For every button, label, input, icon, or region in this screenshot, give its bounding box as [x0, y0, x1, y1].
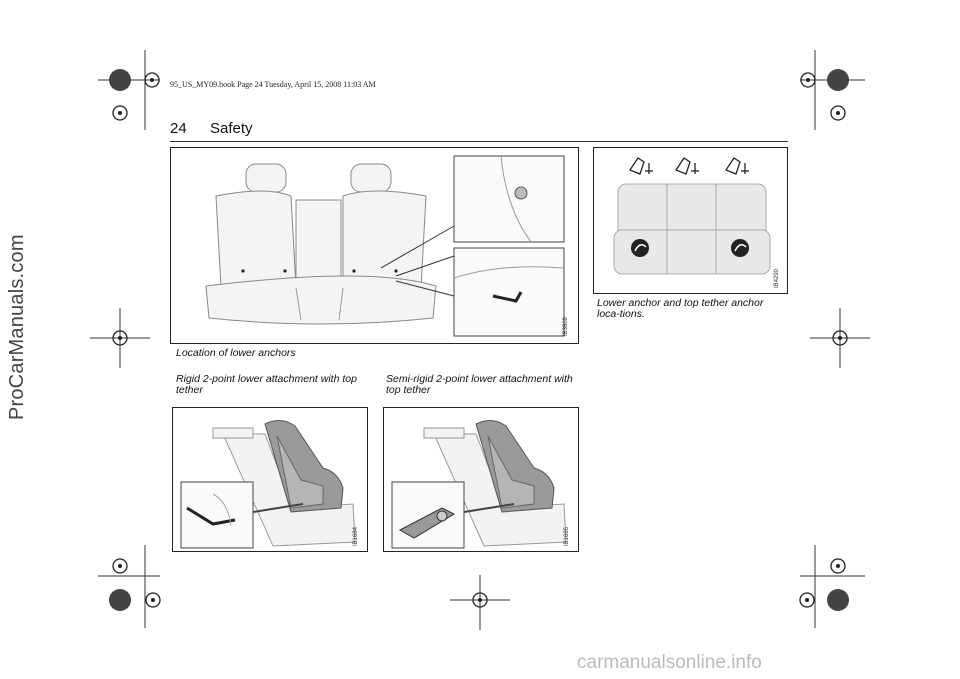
figure-lower-anchors: IB3809	[170, 147, 579, 344]
figure-code-lower-anchors: IB3809	[563, 316, 569, 336]
caption-semi-rigid: Semi-rigid 2-point lower attachment with…	[386, 373, 573, 396]
section-title: Safety	[210, 120, 253, 137]
footer-watermark: carmanualsonline.info	[577, 652, 762, 673]
caption-anchor-locations: Lower anchor and top tether anchor loca-…	[597, 297, 764, 320]
rigid-child-seat-illustration	[180, 420, 356, 549]
seat-anchor-diagram	[613, 157, 771, 275]
rear-seat-illustration	[205, 155, 565, 337]
caption-lower-anchors: Location of lower anchors	[176, 347, 296, 359]
semi-rigid-child-seat-illustration	[391, 420, 567, 549]
figure-anchor-locations: IB4290	[593, 147, 788, 294]
figure-semi-rigid-attachment: IB1685	[383, 407, 579, 552]
figure-code-rigid: IB1684	[353, 526, 359, 546]
header-rule	[170, 141, 788, 142]
figure-code-anchor-locations: IB4290	[774, 268, 780, 288]
caption-rigid: Rigid 2-point lower attachment with top …	[176, 373, 357, 396]
figure-code-semi-rigid: IB1685	[564, 526, 570, 546]
figure-rigid-attachment: IB1684	[172, 407, 368, 552]
page-number: 24	[170, 120, 187, 137]
book-header: 95_US_MY09.book Page 24 Tuesday, April 1…	[170, 80, 376, 89]
side-watermark: ProCarManuals.com	[6, 234, 28, 420]
